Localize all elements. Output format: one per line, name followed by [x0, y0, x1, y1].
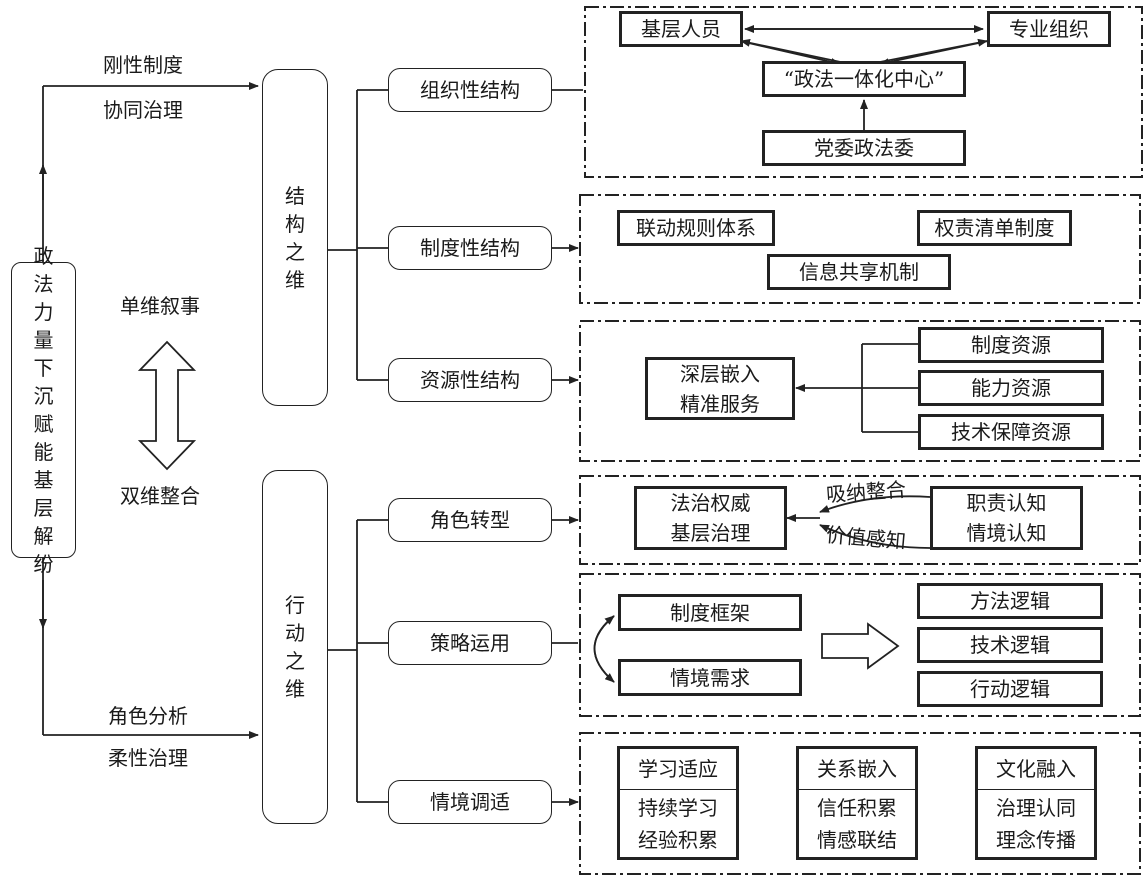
dim-char: 构 [285, 211, 305, 236]
main-char: 层 [33, 496, 54, 520]
panel-res-border [579, 320, 1141, 462]
main-char: 法 [33, 272, 54, 296]
panel-inst-border [579, 194, 1141, 304]
context-relation-box: 关系嵌入 信任积累 情感联结 [796, 746, 918, 860]
context-culture-head: 文化融入 [978, 749, 1094, 790]
res-target-line: 深层嵌入 [680, 361, 760, 386]
res-target-box: 深层嵌入 精准服务 [645, 357, 795, 420]
action-dimension-box: 行 动 之 维 [262, 470, 328, 824]
branch-org-structure: 组织性结构 [388, 68, 552, 112]
context-body-line: 持续学习 [638, 795, 718, 820]
panel-org-border [584, 6, 1143, 178]
context-body-line: 治理认同 [996, 795, 1076, 820]
main-char: 沉 [33, 384, 54, 408]
dim-char: 之 [285, 649, 305, 673]
main-char: 解 [33, 524, 54, 548]
label-dual-integration: 双维整合 [120, 484, 200, 508]
context-learning-box: 学习适应 持续学习 经验积累 [617, 746, 739, 860]
branch-role-transform: 角色转型 [388, 498, 552, 542]
branch-context-adapt: 情境调适 [388, 780, 552, 824]
context-body-line: 情感联结 [817, 827, 897, 852]
role-right-line: 情境认知 [966, 521, 1047, 545]
org-party-box: 党委政法委 [762, 130, 966, 166]
strategy-method-box: 方法逻辑 [917, 583, 1103, 619]
branch-strategy-use: 策略运用 [388, 621, 552, 665]
strategy-framework-box: 制度框架 [618, 594, 802, 631]
context-learning-body: 持续学习 经验积累 [638, 790, 718, 857]
main-char: 基 [33, 468, 54, 492]
context-culture-box: 文化融入 治理认同 理念传播 [975, 746, 1097, 860]
inst-info-box: 信息共享机制 [767, 254, 951, 290]
role-left-line: 基层治理 [670, 521, 751, 545]
dim-char: 行 [285, 593, 305, 617]
dim-char: 之 [285, 239, 305, 264]
org-grassroots-box: 基层人员 [619, 11, 743, 47]
context-relation-head: 关系嵌入 [799, 749, 915, 790]
main-topic-box: 政 法 力 量 下 沉 赋 能 基 层 解 纷 [11, 244, 76, 576]
res-target-line: 精准服务 [680, 391, 760, 416]
panel-context-border [579, 732, 1141, 875]
context-body-line: 经验积累 [638, 827, 718, 852]
hollow-double-arrow [137, 340, 197, 471]
main-char: 政 [33, 244, 54, 268]
branch-inst-structure: 制度性结构 [388, 226, 552, 270]
main-char: 量 [33, 328, 54, 352]
strategy-action-box: 行动逻辑 [917, 671, 1103, 707]
hollow-right-arrow [821, 622, 900, 670]
label-role-analysis: 角色分析 [108, 704, 188, 728]
context-culture-body: 治理认同 理念传播 [996, 790, 1076, 857]
label-collab-governance: 协同治理 [103, 98, 183, 122]
context-body-line: 信任积累 [817, 795, 897, 820]
res-item-tech: 技术保障资源 [918, 414, 1104, 450]
structure-dimension-box: 结 构 之 维 [262, 69, 328, 406]
org-professional-box: 专业组织 [987, 11, 1111, 47]
label-single-narrative: 单维叙事 [120, 294, 200, 318]
panel-strategy-border [579, 573, 1141, 717]
dim-char: 维 [285, 267, 305, 292]
res-item-capability: 能力资源 [918, 370, 1104, 406]
org-center-box: “政法一体化中心” [762, 61, 966, 97]
context-learning-head: 学习适应 [620, 749, 736, 790]
main-char: 下 [33, 356, 54, 380]
res-item-inst: 制度资源 [918, 327, 1104, 363]
main-char: 赋 [33, 412, 54, 436]
strategy-need-box: 情境需求 [618, 659, 802, 696]
strategy-tech-box: 技术逻辑 [917, 627, 1103, 663]
label-rigid-system: 刚性制度 [103, 53, 183, 77]
dim-char: 结 [285, 183, 305, 208]
label-soft-governance: 柔性治理 [108, 746, 188, 770]
role-right-box: 职责认知 情境认知 [930, 486, 1083, 550]
main-char: 纷 [33, 552, 54, 576]
context-body-line: 理念传播 [996, 827, 1076, 852]
role-right-line: 职责认知 [966, 491, 1047, 515]
dim-char: 动 [285, 621, 305, 645]
main-char: 力 [33, 300, 54, 324]
inst-linkage-box: 联动规则体系 [617, 210, 775, 246]
dim-char: 维 [285, 677, 305, 701]
context-relation-body: 信任积累 情感联结 [817, 790, 897, 857]
inst-rights-box: 权责清单制度 [917, 210, 1072, 246]
branch-res-structure: 资源性结构 [388, 358, 552, 402]
main-char: 能 [33, 440, 54, 464]
role-left-box: 法治权威 基层治理 [634, 486, 787, 550]
panel-role-border [579, 475, 1141, 565]
role-left-line: 法治权威 [670, 491, 751, 515]
